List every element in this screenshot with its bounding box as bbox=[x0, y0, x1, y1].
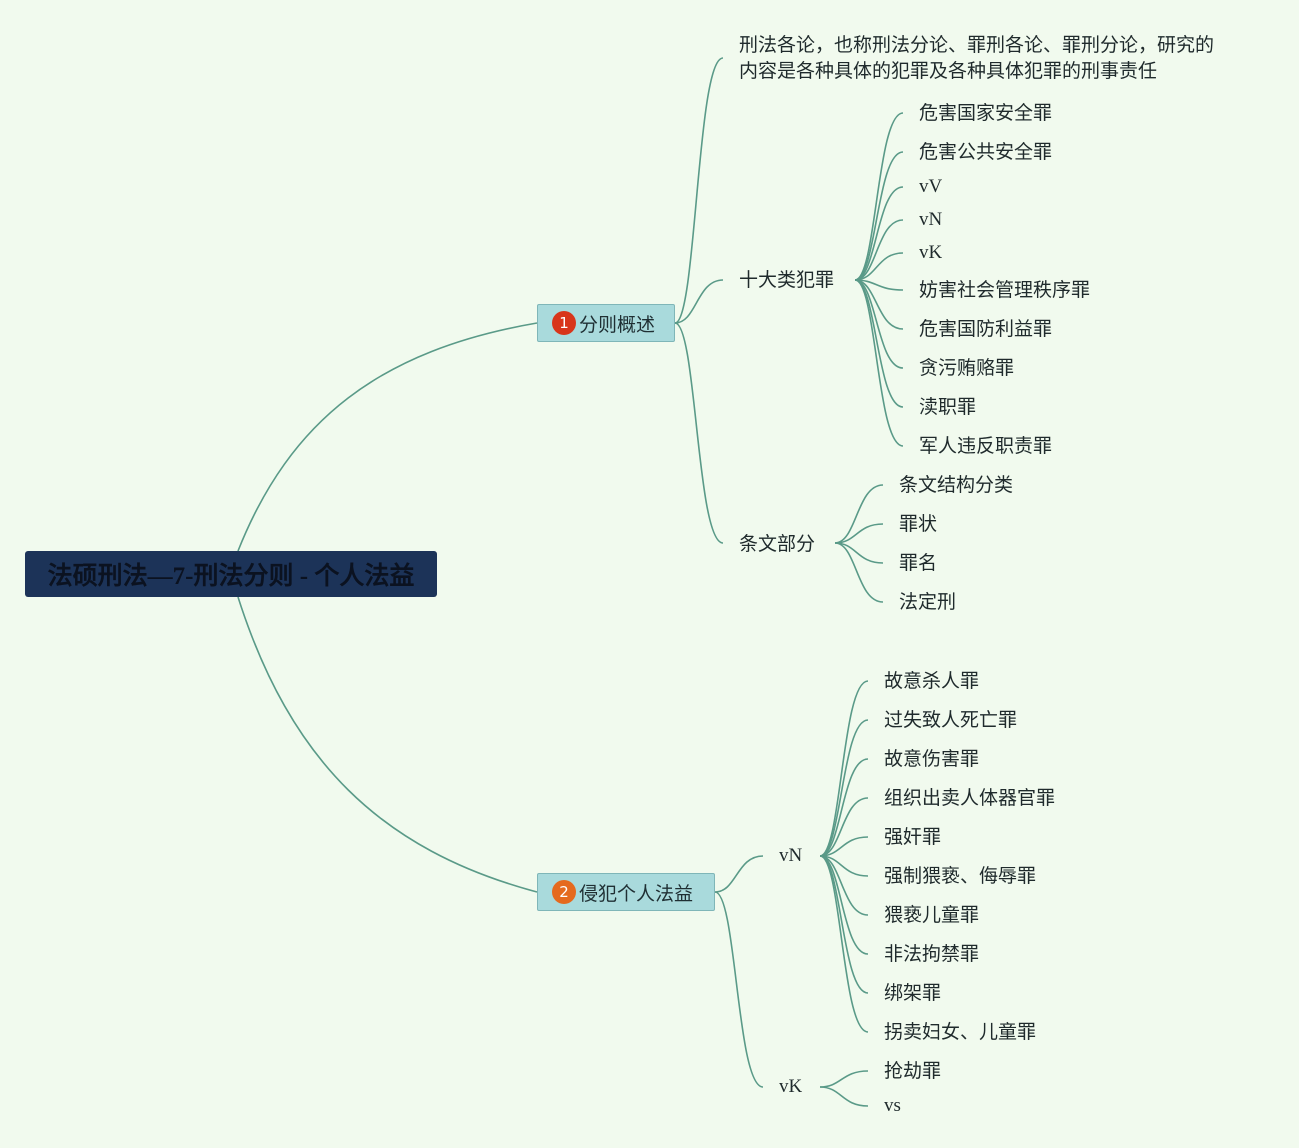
topic-vk[interactable]: vK bbox=[779, 1076, 803, 1097]
connector-category bbox=[854, 186, 904, 281]
crime-item[interactable]: 故意杀人罪 bbox=[884, 670, 980, 692]
connector-crime bbox=[819, 680, 869, 857]
category-item[interactable]: 贪污贿赂罪 bbox=[919, 357, 1015, 379]
category-item[interactable]: vK bbox=[919, 242, 943, 263]
crime-item[interactable]: 强奸罪 bbox=[884, 826, 942, 848]
branch-overview-label: 分则概述 bbox=[579, 313, 656, 336]
definition-note[interactable]: 刑法各论，也称刑法分论、罪刑各论、罪刑分论，研究的 内容是各种具体的犯罪及各种具… bbox=[739, 32, 1214, 84]
category-item[interactable]: 军人违反职责罪 bbox=[919, 435, 1053, 457]
category-item[interactable]: 妨害社会管理秩序罪 bbox=[919, 279, 1091, 301]
priority-2-icon: 2 bbox=[552, 880, 576, 904]
branch-overview[interactable]: 1 分则概述 bbox=[537, 304, 675, 342]
branch-personal-interests[interactable]: 2 侵犯个人法益 bbox=[537, 873, 715, 911]
category-item[interactable]: vV bbox=[919, 176, 943, 197]
connector-root-branch1 bbox=[237, 322, 538, 552]
crime-item[interactable]: vs bbox=[884, 1095, 901, 1116]
connector-provision bbox=[834, 523, 884, 544]
connector-provision bbox=[834, 484, 884, 544]
provision-item[interactable]: 法定刑 bbox=[899, 591, 957, 613]
crime-item[interactable]: 组织出卖人体器官罪 bbox=[884, 787, 1056, 809]
connector-crime bbox=[819, 758, 869, 857]
connector-crime bbox=[819, 1086, 869, 1107]
connector-crime bbox=[819, 719, 869, 857]
root-title: 法硕刑法—7-刑法分则 - 个人法益 bbox=[47, 563, 415, 590]
definition-line-1: 刑法各论，也称刑法分论、罪刑各论、罪刑分论，研究的 bbox=[739, 34, 1215, 56]
connector-crime bbox=[819, 855, 869, 955]
category-item[interactable]: 危害公共安全罪 bbox=[919, 141, 1053, 163]
connector-crime bbox=[819, 855, 869, 1033]
connector-category bbox=[854, 279, 904, 447]
connector-crime bbox=[819, 836, 869, 857]
connector-branch1-child bbox=[674, 57, 724, 324]
connector-branch1-child bbox=[674, 279, 724, 324]
crime-item[interactable]: 强制猥亵、侮辱罪 bbox=[884, 865, 1037, 887]
connector-provision bbox=[834, 542, 884, 603]
connector-category bbox=[854, 219, 904, 281]
provision-item[interactable]: 罪名 bbox=[899, 552, 938, 574]
root-topic[interactable]: 法硕刑法—7-刑法分则 - 个人法益 bbox=[25, 551, 437, 597]
crime-item[interactable]: 故意伤害罪 bbox=[884, 748, 980, 770]
topic-provisions[interactable]: 条文部分 bbox=[739, 533, 816, 555]
connector-category bbox=[854, 151, 904, 281]
crime-item[interactable]: 绑架罪 bbox=[884, 982, 942, 1004]
connector-branch1-child bbox=[674, 322, 724, 544]
crime-item[interactable]: 非法拘禁罪 bbox=[884, 943, 980, 965]
category-item[interactable]: 危害国防利益罪 bbox=[919, 318, 1053, 340]
connector-crime bbox=[819, 1070, 869, 1088]
connector-crime bbox=[819, 797, 869, 857]
branch-personal-interests-label: 侵犯个人法益 bbox=[579, 882, 694, 905]
connector-category bbox=[854, 252, 904, 281]
category-item[interactable]: vN bbox=[919, 209, 943, 230]
category-item[interactable]: 渎职罪 bbox=[919, 396, 977, 418]
connector-root-branch2 bbox=[237, 596, 538, 893]
connector-category bbox=[854, 112, 904, 281]
priority-1-icon: 1 bbox=[552, 311, 576, 335]
crime-item[interactable]: 拐卖妇女、儿童罪 bbox=[884, 1021, 1037, 1043]
topic-vn[interactable]: vN bbox=[779, 845, 803, 866]
connector-category bbox=[854, 279, 904, 408]
connector-branch2-child bbox=[714, 891, 764, 1088]
topic-ten-categories[interactable]: 十大类犯罪 bbox=[739, 269, 835, 291]
category-item[interactable]: 危害国家安全罪 bbox=[919, 102, 1053, 124]
definition-line-2: 内容是各种具体的犯罪及各种具体犯罪的刑事责任 bbox=[739, 60, 1158, 82]
connector-crime bbox=[819, 855, 869, 994]
connector-branch2-child bbox=[714, 855, 764, 893]
crime-item[interactable]: 过失致人死亡罪 bbox=[884, 709, 1018, 731]
connector-category bbox=[854, 279, 904, 330]
provision-item[interactable]: 条文结构分类 bbox=[899, 474, 1014, 496]
crime-item[interactable]: 猥亵儿童罪 bbox=[884, 904, 980, 926]
provision-item[interactable]: 罪状 bbox=[899, 513, 938, 535]
crime-item[interactable]: 抢劫罪 bbox=[884, 1060, 942, 1082]
